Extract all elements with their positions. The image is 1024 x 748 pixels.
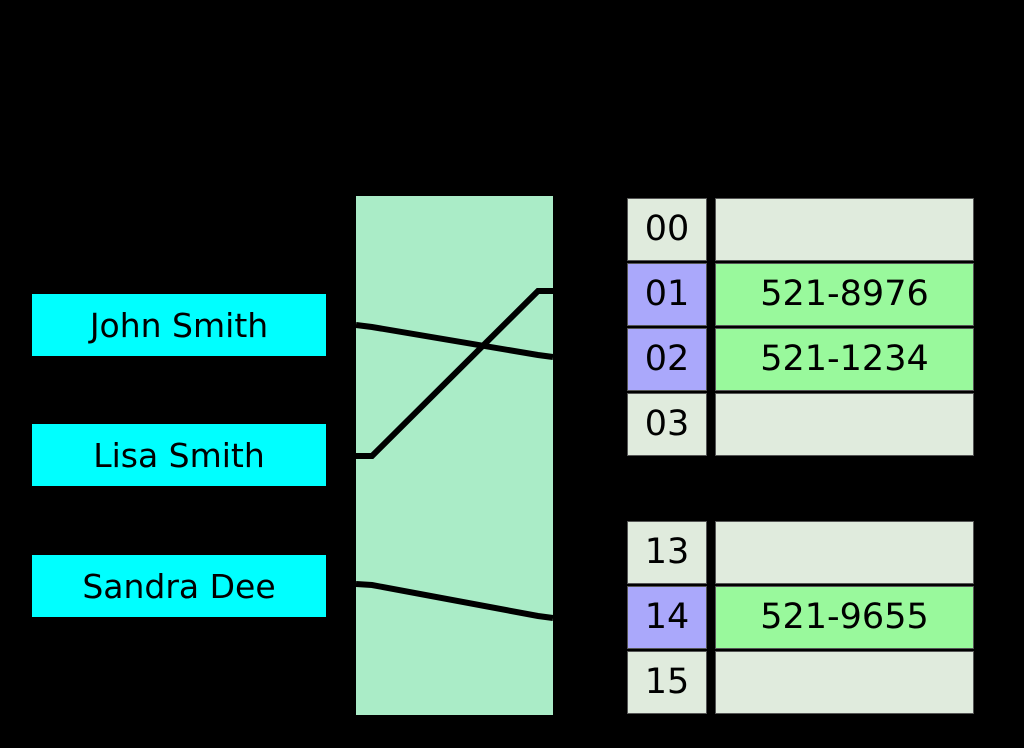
table-row[interactable]: 00 [627,198,974,263]
key-label: John Smith [89,305,269,345]
index-cell[interactable]: 15 [627,651,707,714]
index-cell[interactable]: 14 [627,586,707,649]
table-row[interactable]: 14 521-9655 [627,586,974,651]
index-label: 15 [644,662,690,702]
index-label: 02 [644,339,690,379]
index-label: 01 [644,274,690,314]
index-cell[interactable]: 01 [627,263,707,326]
table-row[interactable]: 02 521-1234 [627,328,974,393]
index-cell[interactable]: 00 [627,198,707,261]
hash-table-bottom: 13 14 521-9655 15 [627,521,974,716]
value-label: 521-8976 [760,274,929,314]
value-label: 521-1234 [760,339,929,379]
index-label: 13 [644,532,690,572]
value-cell[interactable] [715,393,974,456]
key-box-lisa-smith[interactable]: Lisa Smith [32,424,326,486]
value-cell[interactable] [715,198,974,261]
value-cell[interactable]: 521-8976 [715,263,974,326]
key-label: Lisa Smith [93,435,265,475]
table-row[interactable]: 03 [627,393,974,458]
table-row[interactable]: 01 521-8976 [627,263,974,328]
index-label: 00 [644,209,690,249]
table-row[interactable]: 15 [627,651,974,716]
value-cell[interactable] [715,651,974,714]
value-cell[interactable]: 521-1234 [715,328,974,391]
hash-table-top: 00 01 521-8976 02 521-1234 03 [627,198,974,458]
index-label: 14 [644,597,690,637]
key-box-sandra-dee[interactable]: Sandra Dee [32,555,326,617]
index-cell[interactable]: 02 [627,328,707,391]
table-row[interactable]: 13 [627,521,974,586]
hash-function-block [356,196,553,715]
value-label: 521-9655 [760,597,929,637]
index-cell[interactable]: 13 [627,521,707,584]
key-label: Sandra Dee [82,566,276,606]
key-box-john-smith[interactable]: John Smith [32,294,326,356]
value-cell[interactable] [715,521,974,584]
index-cell[interactable]: 03 [627,393,707,456]
index-label: 03 [644,404,690,444]
value-cell[interactable]: 521-9655 [715,586,974,649]
